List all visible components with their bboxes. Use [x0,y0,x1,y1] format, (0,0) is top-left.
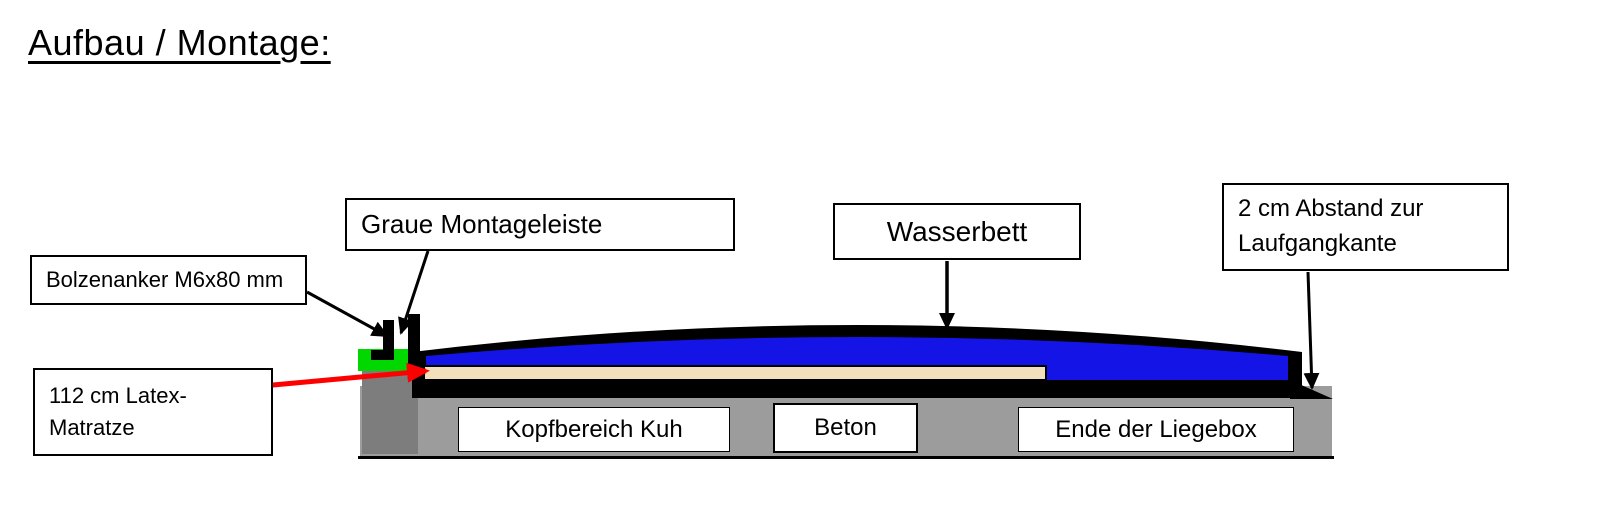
bolt-anchor-left [383,320,394,360]
label-bolzenanker-text: Bolzenanker M6x80 mm [46,267,284,292]
label-beton-text: Beton [814,414,877,441]
label-matratze: 112 cm Latex- Matratze [33,368,273,456]
label-matratze-line2: Matratze [49,415,135,440]
label-kopfbereich: Kopfbereich Kuh [458,407,730,452]
label-liegebox-text: Ende der Liegebox [1055,415,1257,443]
label-montageleiste: Graue Montageleiste [345,198,735,251]
label-montageleiste-text: Graue Montageleiste [361,209,603,239]
label-matratze-line1: 112 cm Latex- [49,383,187,409]
page-title: Aufbau / Montage: [28,22,331,63]
label-abstand-line2: Laufgangkante [1238,230,1397,257]
bolzenanker-arrow [306,290,389,338]
matratze-red-arrow [261,362,430,389]
label-abstand-line1: 2 cm Abstand zur [1238,195,1424,223]
label-liegebox: Ende der Liegebox [1018,407,1294,452]
montageleiste-arrow [398,250,430,335]
abstand-arrow [1303,271,1320,390]
label-beton: Beton [773,403,918,453]
label-abstand: 2 cm Abstand zur Laufgangkante [1222,183,1509,271]
latex-mattress-strip [423,365,1047,381]
bolt-anchor-right [408,314,420,369]
waterbed-bottom-band [412,380,1302,398]
label-wasserbett: Wasserbett [833,203,1081,260]
label-wasserbett-text: Wasserbett [886,215,1028,247]
concrete-base-bottom-line [358,456,1334,459]
label-bolzenanker: Bolzenanker M6x80 mm [30,255,307,305]
foundation-block [362,371,418,454]
bolt-anchor-left-foot [371,350,394,360]
label-kopfbereich-text: Kopfbereich Kuh [505,415,683,443]
